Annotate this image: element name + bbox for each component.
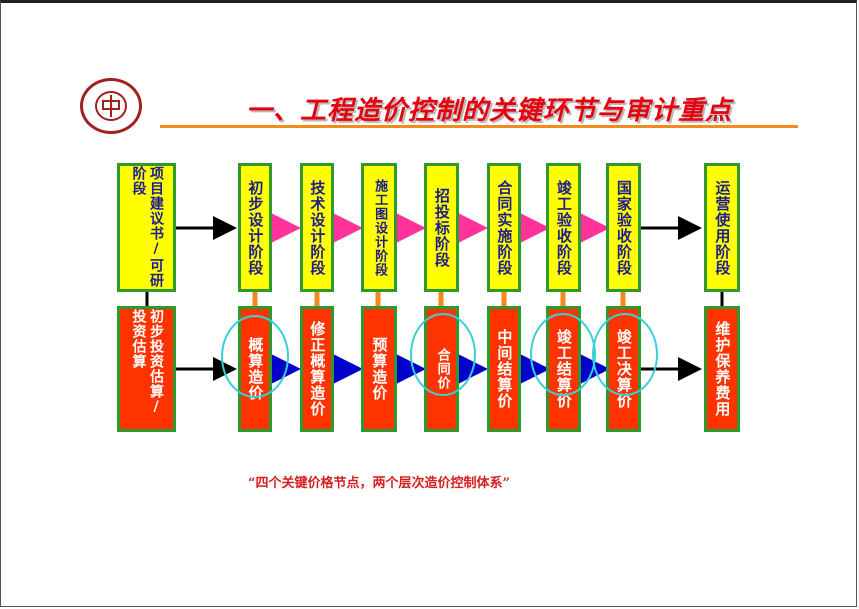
stage-box-construction-drawing: 施工图设计阶段 [361,163,397,292]
highlight-ring-budget-estimate [221,315,289,398]
stage-box-completion-acceptance: 竣工验收阶段 [546,163,581,292]
highlight-ring-final-accounts [592,313,658,396]
title-underline [160,125,798,128]
stage-box-bidding: 招投标阶段 [424,163,459,292]
highlight-ring-contract-price [410,313,476,396]
stage-box-state-acceptance: 国家验收阶段 [606,163,641,292]
stage-box-contract-execution: 合同实施阶段 [487,163,521,292]
cost-box-revised-estimate: 修正概算造价 [300,306,334,432]
cost-box-investment-estimate: 初步投资估算/投资估算 [117,306,176,432]
stage-box-feasibility: 项目建议书/可研阶段 [117,163,176,292]
cost-box-interim-settlement: 中间结算价 [487,306,521,432]
highlight-ring-completion-settlement [530,313,596,396]
school-seal-logo [80,78,142,134]
stage-box-preliminary-design: 初步设计阶段 [238,163,272,292]
cost-box-construction-budget: 预算造价 [361,306,397,432]
slide-title: 一、工程造价控制的关键环节与审计重点 [246,96,733,126]
cost-box-maintenance: 维护保养费用 [704,306,740,432]
slide-caption: “四个关键价格节点，两个层次造价控制体系” [248,476,510,491]
stage-box-technical-design: 技术设计阶段 [300,163,334,292]
stage-box-operation: 运营使用阶段 [704,163,740,292]
